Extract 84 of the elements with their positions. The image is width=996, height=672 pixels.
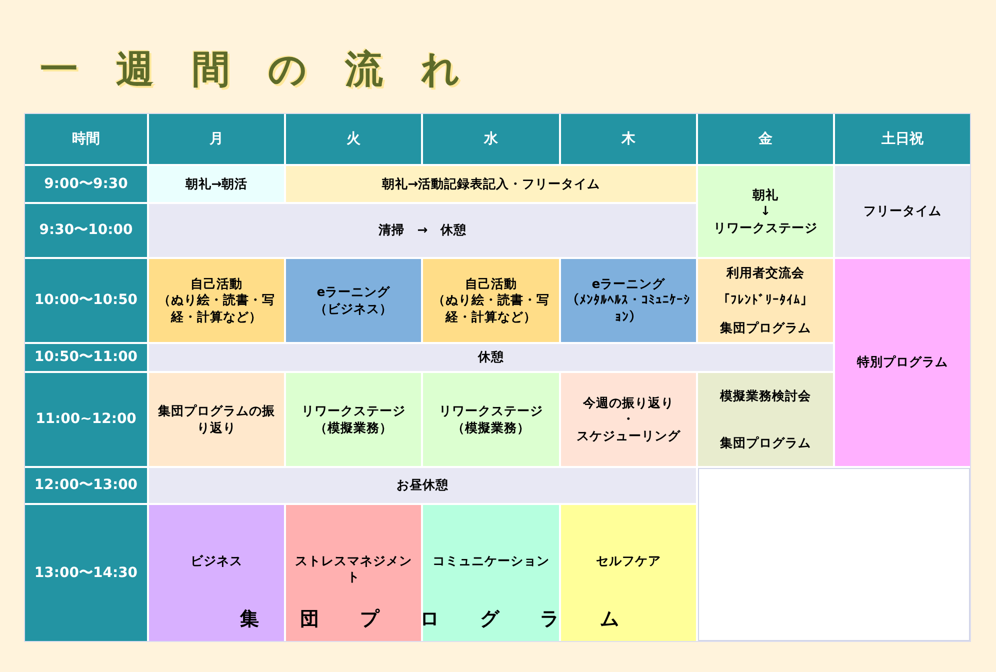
cell-text: ストレスマネジメント (294, 553, 413, 586)
header-cell (25, 344, 147, 371)
schedule-cell (423, 505, 559, 641)
cell-text: 水 (484, 130, 498, 148)
cell-text: リワークステージ (714, 220, 818, 236)
cell-text: 10:00〜10:50 (34, 291, 138, 310)
empty-cell (698, 468, 970, 641)
cell-text: （ぬり絵・読書・写経・計算など） (432, 292, 550, 325)
cell-text: リワークステージ (302, 403, 406, 420)
cell-text: 「ﾌﾚﾝﾄﾞﾘｰﾀｲﾑ」 (718, 292, 814, 309)
header-cell (835, 114, 970, 164)
cell-text: 土日祝 (882, 130, 924, 148)
header-cell (698, 114, 833, 164)
cell-text: 朝礼→朝活 (185, 176, 248, 192)
schedule-cell (149, 373, 284, 466)
cell-text: eラーニング (592, 276, 666, 292)
cell-text: （模擬業務） (314, 420, 392, 436)
schedule-cell (149, 505, 284, 641)
schedule-cell (561, 505, 696, 641)
schedule-cell (286, 259, 421, 342)
header-cell (561, 114, 696, 164)
header-cell (25, 468, 147, 503)
schedule-cell (835, 166, 970, 257)
cell-text: 自己活動 (190, 276, 242, 292)
cell-text: 朝礼→活動記録表記入・フリータイム (382, 176, 600, 192)
schedule-cell (286, 373, 421, 466)
cell-text: セルフケア (596, 553, 661, 570)
cell-text: （ぬり絵・読書・写経・計算など） (157, 292, 276, 325)
cell-text: 利用者交流会 (726, 264, 804, 281)
cell-text: （ビジネス） (314, 300, 392, 317)
header-cell (25, 114, 147, 164)
cell-text: 月 (210, 130, 224, 148)
page-title: 一週間の流れ (40, 50, 498, 88)
schedule-cell (149, 259, 284, 342)
cell-text: 模擬業務検討会 (720, 388, 811, 404)
cell-text: フリータイム (864, 203, 942, 220)
cell-text: 特別プログラム (857, 354, 948, 371)
cell-text: 10:50〜11:00 (34, 348, 138, 367)
cell-text: 11:00~12:00 (36, 410, 136, 429)
cell-text: ・ (622, 411, 635, 428)
cell-text: 9:00〜9:30 (44, 174, 128, 194)
cell-text: 金 (758, 130, 772, 148)
cell-text: 木 (622, 130, 636, 148)
schedule-cell (561, 373, 696, 466)
cell-text: ↓ (760, 203, 771, 220)
cell-text: eラーニング (316, 284, 390, 300)
schedule-cell (423, 373, 559, 466)
cell-text: 清掃 → 休憩 (378, 222, 467, 239)
cell-text: 集団プログラム (720, 320, 811, 336)
cell-text: 集団プログラムの振り返り (157, 403, 276, 436)
header-cell (25, 373, 147, 466)
header-cell (149, 114, 284, 164)
cell-text: お昼休憩 (396, 477, 448, 494)
cell-text: 朝礼 (752, 187, 778, 204)
cell-text: 9:30〜10:00 (39, 221, 133, 240)
cell-text: 今週の振り返り (583, 395, 674, 412)
header-cell (25, 505, 147, 641)
cell-text: 時間 (72, 130, 100, 148)
schedule-cell (835, 259, 970, 466)
cell-text: ビジネス (190, 553, 242, 570)
group-program-label: 集団プログラム (240, 607, 660, 632)
cell-text: 休憩 (478, 349, 504, 366)
header-cell (423, 114, 559, 164)
cell-text: 火 (346, 130, 360, 148)
schedule-cell (286, 505, 421, 641)
schedule-cell (561, 259, 696, 342)
schedule-cell (286, 166, 696, 202)
cell-text: 集団プログラム (720, 434, 811, 451)
header-cell (25, 166, 147, 202)
schedule-cell (698, 259, 833, 342)
cell-text: リワークステージ (439, 403, 543, 420)
cell-text: 自己活動 (465, 276, 517, 292)
header-cell (25, 259, 147, 342)
cell-text: コミュニケーション (432, 553, 550, 570)
cell-text: 13:00〜14:30 (34, 564, 138, 582)
header-cell (25, 204, 147, 257)
cell-text: （模擬業務） (452, 420, 530, 436)
schedule-cell (698, 373, 833, 466)
cell-text: スケジューリング (576, 428, 680, 444)
header-cell (286, 114, 421, 164)
schedule-cell (698, 166, 833, 257)
cell-text: （ﾒﾝﾀﾙﾍﾙｽ・ｺﾐｭﾆｹｰｼｮﾝ） (566, 292, 692, 325)
cell-text: 12:00〜13:00 (34, 476, 138, 495)
schedule-cell (423, 259, 559, 342)
